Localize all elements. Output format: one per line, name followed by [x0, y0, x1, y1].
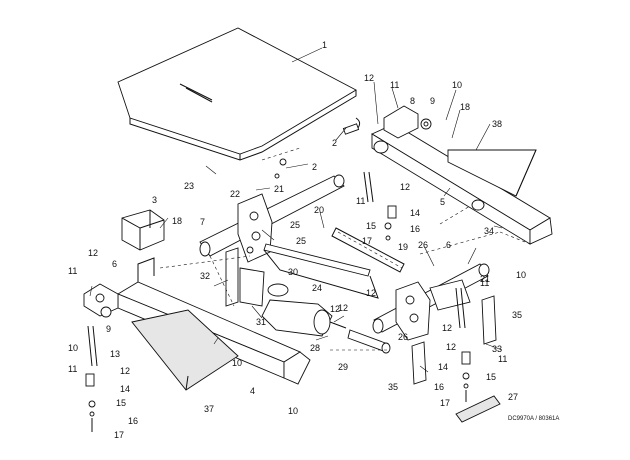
callout-11: 11 — [390, 80, 399, 90]
callout-15: 15 — [486, 372, 496, 382]
right-shaft-part — [372, 263, 490, 341]
mount-bracket-part — [225, 247, 265, 307]
drawing-code: DC9970A / 80361A — [508, 416, 559, 422]
callout-32: 32 — [200, 271, 210, 281]
callout-10: 10 — [516, 270, 526, 280]
callout-9: 9 — [430, 96, 435, 106]
callout-labels: 1 2 2 3 4 5 6 6 7 8 9 9 10 10 10 10 10 1… — [68, 40, 526, 440]
callout-21: 21 — [274, 184, 284, 194]
callout-16: 16 — [410, 224, 420, 234]
callout-11: 11 — [498, 354, 507, 364]
callout-13: 13 — [110, 349, 120, 359]
callout-12: 12 — [338, 303, 348, 313]
callout-17: 17 — [362, 236, 372, 246]
callout-12: 12 — [366, 288, 376, 298]
callout-26: 26 — [398, 332, 408, 342]
callout-11: 11 — [68, 266, 77, 276]
foot-plate-part — [455, 395, 501, 423]
callout-2: 2 — [332, 138, 337, 148]
callout-34: 34 — [484, 226, 494, 236]
callout-22: 22 — [230, 189, 240, 199]
callout-leaders — [89, 47, 503, 373]
cross-member-part — [371, 123, 553, 245]
callout-19: 19 — [398, 242, 408, 252]
callout-12: 12 — [446, 342, 456, 352]
callout-6: 6 — [446, 240, 451, 250]
callout-12: 12 — [400, 182, 410, 192]
callout-20: 20 — [314, 205, 324, 215]
callout-10: 10 — [68, 343, 78, 353]
callout-15: 15 — [116, 398, 126, 408]
callout-21: 21 — [480, 274, 490, 284]
callout-29: 29 — [338, 362, 348, 372]
callout-25: 25 — [290, 220, 300, 230]
callout-11: 11 — [480, 278, 489, 288]
callout-10: 10 — [288, 406, 298, 416]
lower-shaft-part — [347, 329, 391, 354]
callout-35: 35 — [512, 310, 522, 320]
callout-1: 1 — [322, 40, 327, 50]
callout-38: 38 — [492, 119, 502, 129]
callout-10: 10 — [452, 80, 462, 90]
callout-23: 23 — [184, 181, 194, 191]
callout-4: 4 — [250, 386, 255, 396]
callout-33: 33 — [492, 344, 502, 354]
callout-18: 18 — [172, 216, 182, 226]
gear-motor-part — [261, 283, 347, 337]
callout-12: 12 — [364, 73, 374, 83]
callout-2: 2 — [312, 162, 317, 172]
callout-15: 15 — [366, 221, 376, 231]
side-panel-part — [447, 149, 537, 197]
callout-28: 28 — [310, 343, 320, 353]
callout-14: 14 — [410, 208, 420, 218]
top-bracket-part — [383, 105, 432, 139]
left-pivot-bracket-part — [83, 283, 119, 318]
callout-16: 16 — [128, 416, 138, 426]
callout-12: 12 — [330, 304, 340, 314]
callout-26: 26 — [418, 240, 428, 250]
callout-10: 10 — [232, 358, 242, 368]
callout-17: 17 — [114, 430, 124, 440]
callout-3: 3 — [152, 195, 157, 205]
callout-14: 14 — [120, 384, 130, 394]
callout-7: 7 — [200, 217, 205, 227]
motor-block-part — [121, 209, 165, 251]
callout-8: 8 — [410, 96, 415, 106]
callout-27: 27 — [508, 392, 518, 402]
callout-14: 14 — [438, 362, 448, 372]
left-shaft-part — [199, 174, 345, 263]
callout-30: 30 — [288, 267, 298, 277]
cover-latch-parts — [274, 117, 361, 179]
callout-17: 17 — [440, 398, 450, 408]
callout-5: 5 — [440, 197, 445, 207]
callout-18: 18 — [460, 102, 470, 112]
guide-plate-part — [411, 295, 497, 385]
callout-11: 11 — [68, 364, 77, 374]
callout-31: 31 — [256, 317, 266, 327]
callout-25: 25 — [296, 236, 306, 246]
callout-11: 11 — [356, 196, 365, 206]
right-chain-part — [455, 287, 471, 402]
callout-12: 12 — [88, 248, 98, 258]
lower-plate-part — [131, 309, 239, 391]
callout-12: 12 — [120, 366, 130, 376]
drive-chain-part — [331, 227, 405, 273]
callout-12: 12 — [442, 323, 452, 333]
callout-6: 6 — [112, 259, 117, 269]
left-chain-part — [85, 325, 98, 432]
callout-37: 37 — [204, 404, 214, 414]
assembly-lines — [159, 147, 531, 351]
callout-9: 9 — [106, 324, 111, 334]
callout-24: 24 — [312, 283, 322, 293]
center-chain-part — [363, 171, 397, 241]
top-cover-part — [117, 27, 357, 161]
drive-rod-part — [263, 243, 379, 299]
callout-35: 35 — [388, 382, 398, 392]
callout-16: 16 — [434, 382, 444, 392]
